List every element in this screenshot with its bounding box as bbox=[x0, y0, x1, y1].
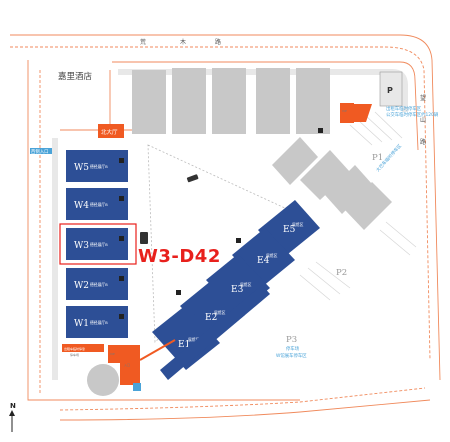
north-road-char-2: 木 bbox=[180, 38, 186, 46]
north-hall-block[interactable] bbox=[98, 124, 124, 138]
north-arrow-icon bbox=[9, 410, 15, 416]
north-arrow: N bbox=[9, 402, 16, 432]
p3-note-2: W馆展车停车区 bbox=[276, 352, 307, 359]
hall-w1[interactable]: W1 德经展厅B bbox=[66, 306, 128, 338]
parking-labels: P1 P2 P3 bbox=[286, 153, 383, 345]
orange-facilities: 北大厅 VIP VIP 入口 bbox=[62, 103, 372, 385]
p3-note-1: 停车场 bbox=[286, 345, 300, 352]
booth-label: W3-D42 bbox=[138, 246, 221, 267]
hall-w2-sub: 德经展厅B bbox=[90, 282, 108, 287]
parking-hatch bbox=[299, 111, 417, 301]
hall-w5[interactable]: W5 德经展厅B bbox=[66, 150, 128, 182]
restroom-icon bbox=[119, 276, 124, 281]
hall-e2-label: E2 bbox=[205, 313, 217, 323]
hall-w4-sub: 德经展厅B bbox=[90, 202, 108, 207]
hall-e1[interactable]: E1 展馆区 bbox=[152, 305, 220, 370]
bottom-left-note-1: 出租车临时停靠 bbox=[64, 346, 85, 351]
north-buildings bbox=[132, 68, 330, 134]
west-halls: W5 德经展厅B W4 德经展厅B W3 德经展厅B W2 德经展厅B W1 德… bbox=[66, 150, 128, 338]
parking-p-badge: P bbox=[387, 86, 393, 95]
hall-e4[interactable]: E4 展馆区 bbox=[232, 228, 295, 287]
entrance-block[interactable] bbox=[120, 345, 140, 385]
left-gate-note: 西侧入口 bbox=[31, 148, 49, 155]
hall-w1-label: W1 bbox=[74, 319, 89, 329]
hall-e2-sub: 展馆区 bbox=[214, 310, 226, 315]
bus-icon bbox=[140, 232, 148, 244]
hall-w3-label: W3 bbox=[74, 241, 89, 251]
road-labels: 荒 木 路 望 山 路 bbox=[140, 38, 426, 146]
east-drop-note-1: 出租车临时停车区 bbox=[386, 105, 422, 112]
hall-w2[interactable]: W2 德经展厅B bbox=[66, 268, 128, 300]
east-gray-buildings bbox=[272, 137, 392, 230]
vip-south-label: VIP bbox=[110, 352, 115, 356]
restroom-icon bbox=[119, 158, 124, 163]
bus-icon bbox=[186, 174, 199, 183]
hotel-label: 嘉里酒店 bbox=[58, 71, 93, 82]
east-road-char-1: 望 bbox=[420, 94, 426, 102]
restroom-icon bbox=[119, 236, 124, 241]
hall-w4-label: W4 bbox=[74, 201, 89, 211]
w3-highlight bbox=[59, 223, 137, 265]
vip-north-label: VIP bbox=[342, 109, 347, 113]
hall-e5-label: E5 bbox=[283, 225, 296, 235]
facility-icons bbox=[119, 128, 323, 319]
parking-p3-label: P3 bbox=[286, 335, 297, 345]
road-network bbox=[10, 34, 441, 421]
restroom-icon bbox=[119, 196, 124, 201]
hall-e4-label: E4 bbox=[257, 256, 270, 266]
parking-p2-label: P2 bbox=[336, 268, 347, 278]
hall-e3-sub: 展馆区 bbox=[240, 282, 252, 287]
hall-w5-sub: 德经展厅B bbox=[90, 164, 108, 169]
north-road-char-3: 路 bbox=[215, 38, 221, 46]
east-drop-note-2: 公交车临时停车区约120辆 bbox=[386, 111, 439, 118]
restroom-icon bbox=[318, 128, 323, 133]
north-road-char-1: 荒 bbox=[140, 38, 146, 46]
hall-e5-sub: 展馆区 bbox=[292, 222, 304, 227]
hall-w3[interactable]: W3 德经展厅B bbox=[66, 228, 128, 260]
hall-e3-label: E3 bbox=[231, 285, 244, 295]
east-road-char-3: 路 bbox=[420, 138, 426, 146]
hall-w5-label: W5 bbox=[74, 163, 89, 173]
hall-w4[interactable]: W4 德经展厅B bbox=[66, 188, 128, 220]
hall-w2-label: W2 bbox=[74, 281, 89, 291]
vip-south[interactable] bbox=[108, 345, 122, 363]
restroom-icon bbox=[119, 314, 124, 319]
east-lobby-strip bbox=[160, 285, 270, 380]
hall-w1-sub: 德经展厅B bbox=[90, 320, 108, 325]
bottom-left-note-2: 停车场 bbox=[70, 352, 79, 357]
east-halls: E5 展馆区 E4 展馆区 E3 展馆区 E2 展馆区 E1 展馆区 bbox=[152, 200, 320, 380]
east-road-char-2: 山 bbox=[420, 116, 426, 124]
restroom-icon bbox=[176, 290, 181, 295]
hall-e1-label: E1 bbox=[178, 340, 190, 350]
north-arrow-label: N bbox=[10, 402, 16, 410]
info-strip bbox=[62, 344, 104, 352]
hall-e4-sub: 展馆区 bbox=[266, 253, 278, 258]
entrance-label: 入口 bbox=[124, 363, 130, 367]
vip-north[interactable] bbox=[340, 103, 354, 123]
hall-e1-sub: 展馆区 bbox=[188, 337, 200, 342]
north-hall-label: 北大厅 bbox=[101, 128, 118, 136]
hall-w3-sub: 德经展厅B bbox=[90, 242, 108, 247]
parking-p1-label: P1 bbox=[372, 153, 383, 163]
restroom-icon bbox=[236, 238, 241, 243]
blue-p-badge[interactable] bbox=[133, 383, 141, 391]
round-building bbox=[87, 364, 119, 396]
parking-p-block[interactable] bbox=[379, 71, 403, 107]
bus-icons bbox=[140, 174, 199, 244]
